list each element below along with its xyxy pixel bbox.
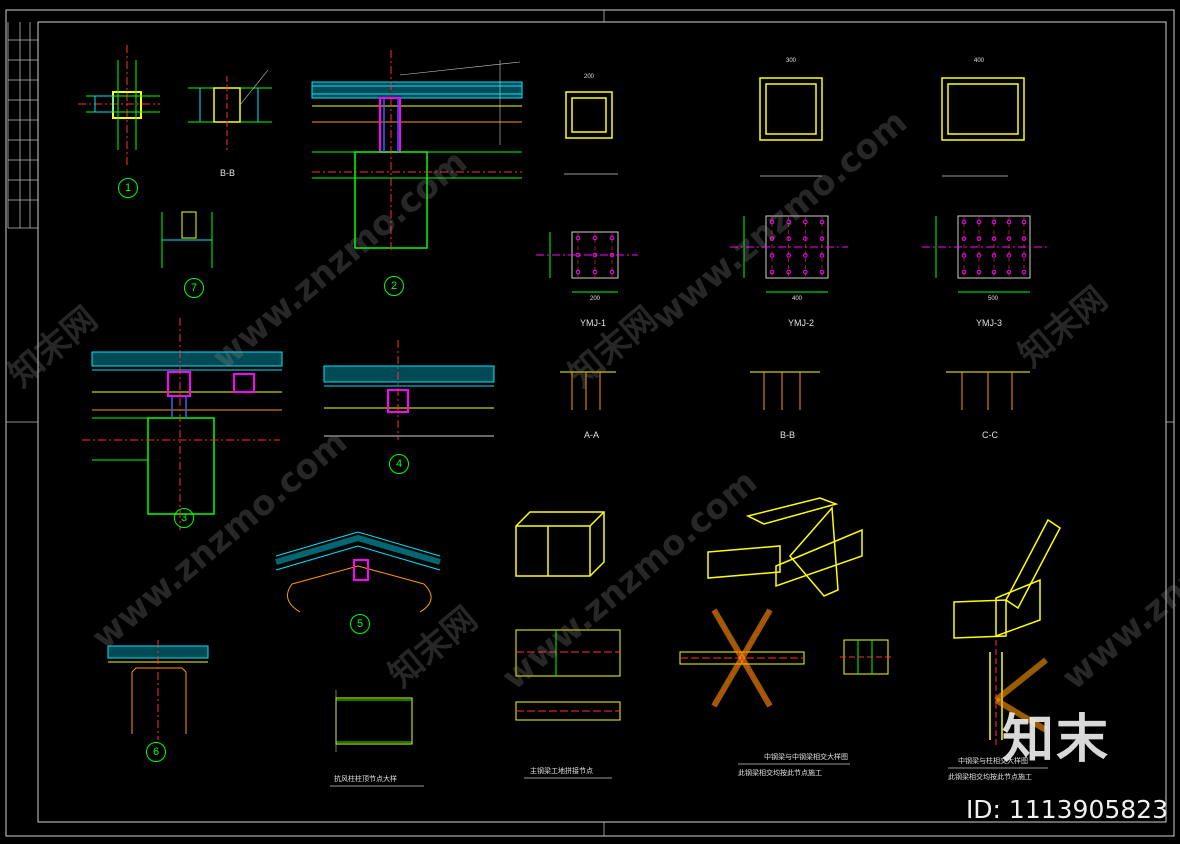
anchor-bolt <box>609 235 615 241</box>
anchor-bolt <box>819 253 825 258</box>
anchor-bolt <box>786 236 791 241</box>
detail-number: 1 <box>118 178 138 198</box>
section-label: C-C <box>982 430 998 440</box>
anchor-bolt <box>609 252 615 258</box>
caption: 中钢梁与柱相交大样图 <box>958 758 1028 765</box>
section-label: B-B <box>220 168 236 178</box>
anchor-bolt <box>769 253 775 258</box>
dimension-label: 400 <box>792 296 803 302</box>
detail-number: 2 <box>384 276 404 296</box>
dimension-label: 400 <box>974 58 985 64</box>
anchor-bolt <box>1006 219 1012 225</box>
section-label: A-A <box>584 430 600 440</box>
anchor-bolt <box>592 269 598 275</box>
caption: 抗风柱柱顶节点大样 <box>334 776 397 783</box>
caption: 此钢梁相交均按此节点施工 <box>738 770 822 777</box>
anchor-bolt <box>769 236 775 241</box>
anchor-bolt <box>991 253 997 258</box>
dimension-label: 300 <box>786 58 797 64</box>
anchor-bolt <box>961 219 967 225</box>
anchor-bolt <box>991 269 997 275</box>
anchor-bolt <box>961 269 967 275</box>
anchor-bolt <box>1006 236 1012 241</box>
anchor-bolt <box>961 236 967 241</box>
anchor-bolt <box>786 219 791 225</box>
dimension-label: 200 <box>584 74 595 80</box>
detail-number: 7 <box>184 278 204 298</box>
anchor-bolt <box>1021 236 1027 241</box>
anchor-bolt <box>1006 253 1012 258</box>
caption: 此钢梁相交均按此节点施工 <box>948 774 1032 781</box>
anchor-bolt <box>991 219 997 225</box>
dimension-label: 500 <box>988 296 999 302</box>
anchor-bolt <box>1006 269 1012 275</box>
plate-label: YMJ-2 <box>788 318 815 328</box>
anchor-bolt <box>1021 253 1027 258</box>
anchor-bolt <box>1021 269 1027 275</box>
anchor-bolt <box>575 252 581 258</box>
detail-number: 5 <box>350 614 370 634</box>
anchor-bolt <box>976 253 982 258</box>
anchor-bolt <box>976 236 982 241</box>
anchor-bolt <box>786 253 791 258</box>
image-id-label: ID: 1113905823 <box>965 795 1168 824</box>
anchor-bolt <box>991 236 997 241</box>
anchor-bolt <box>769 269 775 275</box>
anchor-bolt <box>803 269 808 275</box>
anchor-bolt <box>803 236 808 241</box>
anchor-bolt <box>819 236 825 241</box>
anchor-bolt <box>976 219 982 225</box>
anchor-bolt <box>786 269 791 275</box>
anchor-bolt <box>976 269 982 275</box>
anchor-bolt <box>769 219 775 225</box>
anchor-bolt <box>609 269 615 275</box>
detail-number: 6 <box>146 742 166 762</box>
anchor-bolt <box>592 235 598 241</box>
anchor-bolt <box>575 269 581 275</box>
anchor-bolt <box>819 219 825 225</box>
detail-number: 3 <box>174 508 194 528</box>
caption: 中钢梁与中钢梁相交大样图 <box>764 754 848 761</box>
anchor-bolt <box>592 252 598 258</box>
caption: 主钢梁工地拼接节点 <box>530 768 593 775</box>
anchor-bolt <box>803 253 808 258</box>
anchor-bolt <box>961 253 967 258</box>
detail-number: 4 <box>389 454 409 474</box>
plate-label: YMJ-3 <box>976 318 1003 328</box>
plate-label: YMJ-1 <box>580 318 607 328</box>
anchor-bolt <box>803 219 808 225</box>
anchor-bolt <box>819 269 825 275</box>
brand-logo: 知末 <box>1001 710 1110 770</box>
anchor-bolt <box>1021 219 1027 225</box>
section-label: B-B <box>780 430 796 440</box>
anchor-bolt <box>575 235 581 241</box>
dimension-label: 200 <box>590 296 601 302</box>
